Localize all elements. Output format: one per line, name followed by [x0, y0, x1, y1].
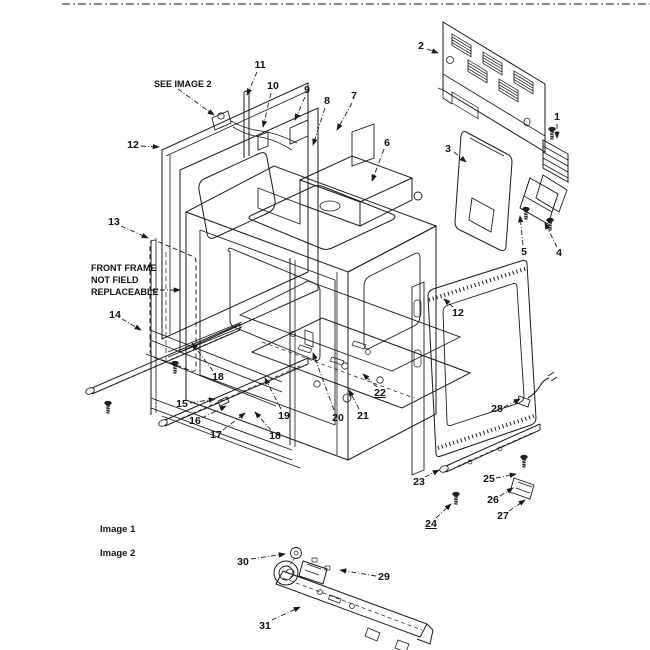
top-brackets [243, 89, 309, 158]
base-plates [238, 280, 472, 409]
burner-assembly [273, 547, 434, 650]
lower-right-parts [439, 371, 558, 505]
rear-insulation-panel [454, 131, 513, 251]
hinge-bracket [519, 177, 559, 231]
left-side-panel [161, 82, 309, 340]
oven-door [411, 259, 537, 476]
cabinet-body [145, 123, 438, 469]
leader-lines [120, 48, 560, 621]
front-frame-phantom [149, 239, 197, 372]
slide-rails [85, 323, 309, 427]
rear-panel [437, 21, 546, 153]
small-vent-grille [535, 126, 569, 213]
capillary-assembly [211, 110, 298, 151]
